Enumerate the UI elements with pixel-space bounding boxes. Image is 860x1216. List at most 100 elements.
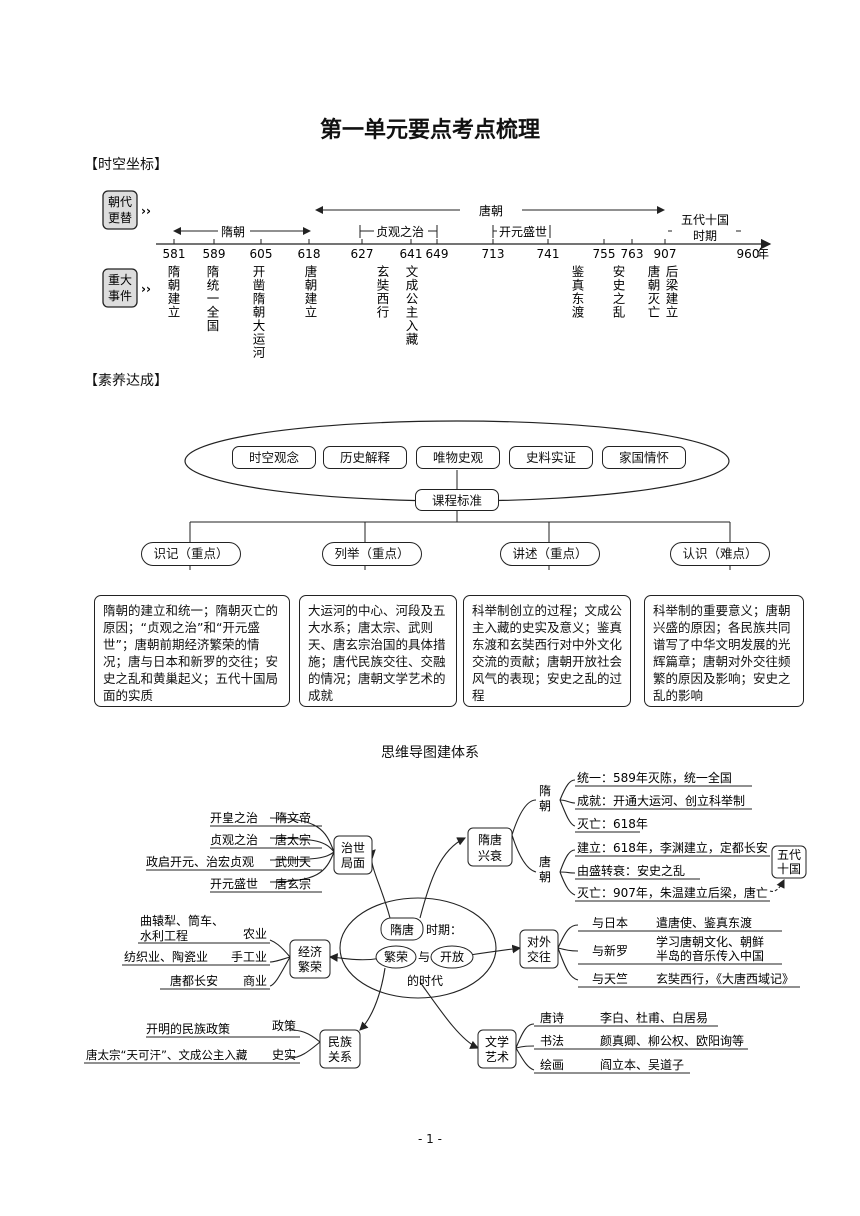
event-text: 后 bbox=[666, 264, 679, 279]
zhishi-item: 贞观之治 bbox=[210, 833, 258, 847]
minzu-item: 唐太宗“天可汗”、文成公主入藏 bbox=[86, 1048, 248, 1062]
jingji-type: 农业 bbox=[243, 927, 267, 941]
center-period: 时期： bbox=[426, 923, 462, 937]
jingji-item: 纺织业、陶瓷业 bbox=[124, 949, 208, 964]
event-text: 一 bbox=[207, 291, 220, 306]
node-wudai bbox=[771, 845, 807, 879]
event-text: 建 bbox=[305, 291, 318, 306]
node-jingji-label: 繁荣 bbox=[298, 959, 322, 974]
event-text: 渡 bbox=[572, 305, 585, 320]
event-text: 凿 bbox=[253, 278, 266, 293]
event-text: 国 bbox=[207, 318, 220, 333]
zhishi-item: 开皇之治 bbox=[210, 811, 258, 825]
literacy-top-item: 时空观念 bbox=[232, 446, 316, 469]
event-text: 全 bbox=[207, 305, 220, 320]
wenxue-item: 颜真卿、柳公权、欧阳询等 bbox=[600, 1033, 744, 1048]
literacy-content: 隋朝的建立和统一；隋朝灭亡的原因；“贞观之治”和“开元盛世”；唐朝前期经济繁荣的… bbox=[94, 595, 290, 707]
literacy-content: 科举制的重要意义；唐朝兴盛的原因；各民族共同谱写了中华文明发展的光辉篇章；唐朝对… bbox=[644, 595, 804, 707]
event-text: 灭 bbox=[648, 291, 661, 306]
jingji-type: 手工业 bbox=[231, 950, 267, 964]
year-label: 907 bbox=[654, 247, 677, 261]
year-label: 641 bbox=[400, 247, 423, 261]
event-text: 之 bbox=[613, 291, 626, 306]
period-sui: 隋朝 bbox=[221, 225, 245, 239]
minzu-item: 开明的民族政策 bbox=[146, 1021, 230, 1036]
event-text: 成 bbox=[406, 278, 419, 293]
period-wudai: 五代十国 bbox=[681, 213, 729, 227]
axis-unit: 年 bbox=[757, 247, 769, 261]
wenxue-type: 书法 bbox=[540, 1034, 564, 1048]
event-text: 安 bbox=[613, 264, 626, 279]
duiwai-item: 遣唐使、鉴真东渡 bbox=[656, 915, 752, 930]
jingji-item: 曲辕犁、筒车、 bbox=[140, 913, 224, 928]
center-standard: 课程标准 bbox=[415, 489, 499, 511]
sui-row: 成就：开通大运河、创立科举制 bbox=[577, 793, 745, 808]
event-text: 公 bbox=[406, 291, 419, 306]
duiwai-item: 玄奘西行，《大唐西域记》 bbox=[656, 971, 794, 986]
event-text: 史 bbox=[613, 278, 626, 293]
literacy-top-item: 史料实证 bbox=[509, 446, 593, 469]
event-text: 入 bbox=[406, 318, 419, 333]
event-text: 大 bbox=[253, 318, 266, 333]
mindmap-diagram: 隋唐 时期： 繁荣 与 开放 的时代 治世局面开皇之治隋文帝贞观之治唐太宗政启开… bbox=[84, 770, 807, 1074]
literacy-content: 科举制创立的过程；文成公主入藏的史实及意义；鉴真东渡和玄奘西行对中外文化交流的贡… bbox=[463, 595, 631, 707]
period-wudai-sub: 时期 bbox=[693, 229, 717, 243]
center-kaifang: 开放 bbox=[440, 949, 464, 964]
event-text: 西 bbox=[377, 291, 390, 306]
wenxue-item: 李白、杜甫、白居易 bbox=[600, 1010, 708, 1025]
section-timeline-heading: 【时空坐标】 bbox=[84, 157, 168, 173]
event-text: 主 bbox=[406, 305, 419, 320]
chevron-right-icon: ›› bbox=[141, 204, 151, 218]
event-text: 隋 bbox=[253, 291, 266, 306]
event-text: 立 bbox=[305, 305, 318, 320]
jingji-item: 唐都长安 bbox=[170, 973, 218, 988]
event-text: 真 bbox=[572, 278, 585, 293]
center-fanrong: 繁荣 bbox=[384, 949, 408, 964]
event-text: 玄 bbox=[377, 264, 390, 279]
sui-label: 隋 bbox=[539, 784, 551, 798]
event-text: 朝 bbox=[648, 278, 661, 293]
duiwai-item: 学习唐朝文化、朝鲜 bbox=[656, 934, 764, 949]
event-text: 朝 bbox=[168, 278, 181, 293]
node-xingshuai-label: 隋唐 bbox=[478, 832, 502, 847]
event-text: 建 bbox=[168, 291, 181, 306]
event-text: 朝 bbox=[305, 278, 318, 293]
event-text: 开 bbox=[253, 264, 266, 279]
zhishi-ruler: 隋文帝 bbox=[275, 810, 311, 825]
node-jingji-label: 经济 bbox=[298, 944, 322, 959]
wenxue-item: 阎立本、吴道子 bbox=[600, 1057, 684, 1072]
mindmap-labels: 治世局面开皇之治隋文帝贞观之治唐太宗政启开元、治宏贞观武则天开元盛世唐玄宗经济繁… bbox=[86, 770, 807, 1072]
duiwai-country: 与日本 bbox=[592, 916, 628, 930]
period-zhenguan: 贞观之治 bbox=[376, 225, 424, 239]
duiwai-item: 半岛的音乐传入中国 bbox=[656, 948, 764, 963]
year-label: 960 bbox=[737, 247, 760, 261]
tang-row: 建立：618年，李渊建立，定都长安 bbox=[577, 840, 768, 855]
event-text: 立 bbox=[666, 305, 679, 320]
zhishi-ruler: 唐太宗 bbox=[275, 832, 311, 847]
page-number: - 1 - bbox=[418, 1132, 442, 1146]
event-text: 统 bbox=[207, 278, 220, 293]
event-text: 唐 bbox=[648, 264, 661, 279]
event-text: 行 bbox=[377, 305, 390, 320]
zhishi-ruler: 唐玄宗 bbox=[275, 876, 311, 891]
event-text: 隋 bbox=[168, 264, 181, 279]
year-label: 581 bbox=[163, 247, 186, 261]
literacy-level: 列举（重点） bbox=[322, 542, 422, 566]
literacy-top-item: 家国情怀 bbox=[602, 446, 686, 469]
jingji-item: 水利工程 bbox=[140, 928, 188, 943]
literacy-content: 大运河的中心、河段及五大水系；唐太宗、武则天、唐玄宗治国的具体措施；唐代民族交往… bbox=[299, 595, 457, 707]
literacy-top-item: 历史解释 bbox=[323, 446, 407, 469]
dynasty-label-2: 更替 bbox=[108, 211, 132, 225]
node-wudai-label: 十国 bbox=[777, 862, 801, 876]
events-label-2: 事件 bbox=[108, 289, 132, 303]
sui-row: 灭亡：618年 bbox=[577, 817, 648, 831]
year-label: 605 bbox=[250, 247, 273, 261]
node-zhishi-label: 治世 bbox=[341, 841, 365, 855]
mindmap-title: 思维导图建体系 bbox=[381, 745, 479, 761]
event-text: 乱 bbox=[613, 305, 626, 320]
year-label: 741 bbox=[537, 247, 560, 261]
dynasty-label-1: 朝代 bbox=[108, 195, 132, 209]
node-xingshuai bbox=[467, 827, 513, 867]
literacy-level: 认识（难点） bbox=[670, 542, 770, 566]
